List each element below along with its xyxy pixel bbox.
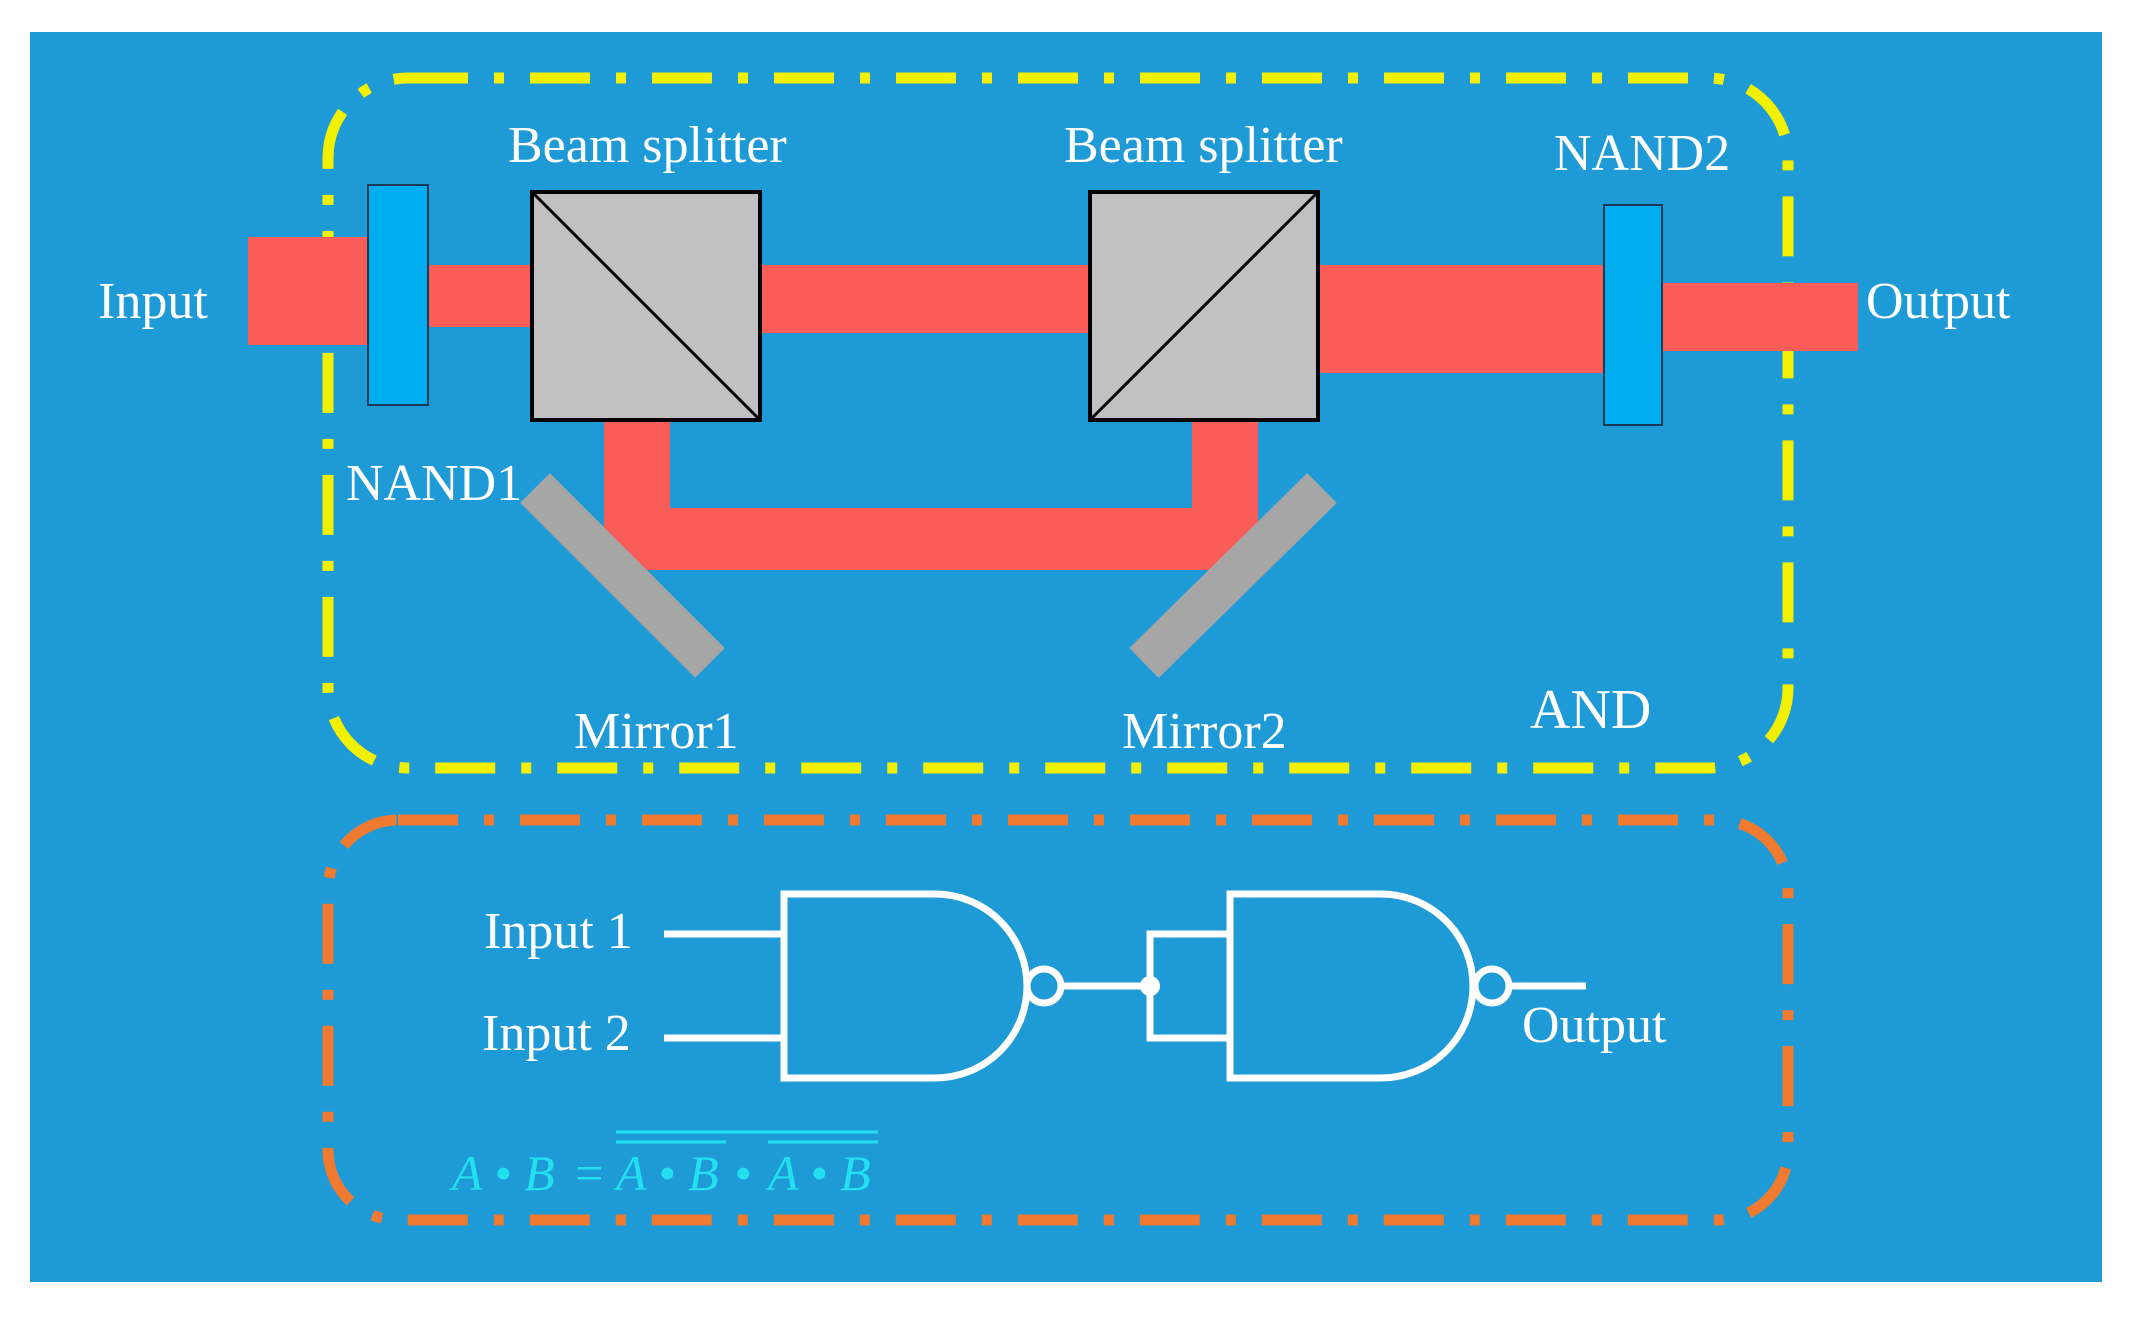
nand1-filter-icon	[367, 184, 429, 406]
logic-input1-label: Input 1	[484, 903, 633, 960]
mirror1-label: Mirror1	[574, 703, 739, 760]
equation-dot: •	[734, 1145, 752, 1201]
beam-nand1-to-splitter1	[428, 265, 532, 327]
logic-input2-label: Input 2	[482, 1005, 631, 1062]
beam-splitter1-label: Beam splitter	[508, 117, 787, 174]
and-label: AND	[1530, 679, 1651, 741]
beam-splitter2-label: Beam splitter	[1064, 117, 1343, 174]
equation-lhs: A • B	[449, 1145, 555, 1201]
beam-splitter1-to-splitter2	[760, 265, 1090, 333]
junction-dot	[1140, 976, 1160, 996]
equation-term1: A • B	[613, 1145, 719, 1201]
beam-splitter2-icon	[1088, 190, 1320, 422]
logic-output-label: Output	[1522, 997, 1667, 1054]
and-dashed-box	[322, 72, 1794, 774]
beam-splitter2-to-nand2	[1318, 265, 1604, 373]
nand1-label: NAND1	[346, 455, 522, 512]
input-beam	[248, 237, 376, 345]
output-label: Output	[1866, 273, 2011, 330]
mirror2-icon	[1129, 473, 1337, 678]
nand2-filter-icon	[1603, 204, 1663, 426]
nand2-label: NAND2	[1554, 125, 1730, 182]
logic-circuit	[664, 890, 1586, 1082]
equation-equals: =	[572, 1145, 606, 1201]
logic-dashed-box	[322, 814, 1794, 1226]
output-beam	[1662, 283, 1858, 351]
input-label: Input	[98, 273, 208, 330]
mirror1-icon	[520, 473, 725, 678]
mirror2-label: Mirror2	[1122, 703, 1287, 760]
equation-term2: A • B	[765, 1145, 871, 1201]
beam-lower-horizontal	[604, 508, 1258, 570]
boolean-equation: A • B = A • B • A • B	[449, 1130, 878, 1201]
beam-splitter1-icon	[530, 190, 762, 422]
